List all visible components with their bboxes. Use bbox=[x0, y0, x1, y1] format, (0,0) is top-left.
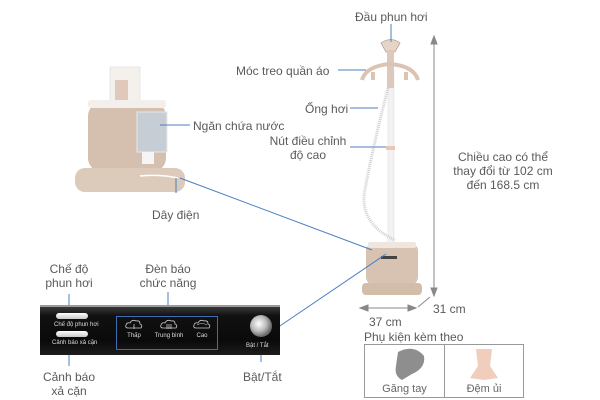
panel-power-text: Bật / Tắt bbox=[246, 343, 269, 349]
function-indicator-box: Thấp Trung bình Cao bbox=[116, 316, 218, 350]
label-depth-dimension: 31 cm bbox=[433, 302, 466, 316]
label-adjustable-height: Chiều cao có thể thay đổi từ 102 cm đến … bbox=[448, 150, 558, 192]
cloud-low-icon bbox=[125, 319, 143, 329]
height-line1: Chiều cao có thể bbox=[457, 150, 549, 164]
steam-mode-line2: phun hơi bbox=[45, 276, 93, 290]
indicator-medium: Trung bình bbox=[151, 319, 187, 339]
label-width-dimension: 37 cm bbox=[369, 315, 402, 329]
label-descale-warning: Cảnh báo xả cặn bbox=[38, 370, 100, 398]
steamer-stand-illustration bbox=[360, 39, 422, 295]
height-line3: đến 168.5 cm bbox=[466, 178, 540, 192]
accessories-box: Găng tay Đệm ủi bbox=[364, 344, 524, 398]
label-nozzle: Đầu phun hơi bbox=[355, 10, 428, 24]
label-height-knob: Nút điều chỉnh độ cao bbox=[268, 134, 348, 162]
indicator-high: Cao bbox=[187, 319, 217, 339]
label-steam-mode: Chế độ phun hơi bbox=[38, 262, 100, 290]
label-power-switch: Bật/Tắt bbox=[243, 370, 282, 384]
descale-line1: Cảnh báo bbox=[42, 370, 96, 384]
accessory-ironing-pad: Đệm ủi bbox=[444, 345, 523, 397]
indicator-low: Thấp bbox=[119, 319, 149, 339]
label-water-tank: Ngăn chứa nước bbox=[193, 119, 285, 133]
panel-steam-mode-text: Chế độ phun hơi bbox=[54, 322, 99, 328]
panel-descale-text: Cảnh báo xả cặn bbox=[52, 340, 98, 346]
water-tank-illustration bbox=[75, 66, 185, 192]
dimension-arrows bbox=[358, 34, 438, 312]
indicator-low-text: Thấp bbox=[127, 333, 141, 339]
label-height-knob-line2: độ cao bbox=[289, 148, 327, 162]
label-hanger: Móc treo quần áo bbox=[236, 64, 330, 78]
accessory-ironing-pad-name: Đệm ủi bbox=[466, 383, 502, 395]
descale-line2: xả cặn bbox=[51, 384, 87, 398]
control-panel: Chế độ phun hơi Cảnh báo xả cặn Thấp Tru… bbox=[40, 305, 280, 355]
label-height-knob-line1: Nút điều chỉnh bbox=[269, 134, 347, 148]
cloud-medium-icon bbox=[160, 319, 178, 329]
steam-mode-line1: Chế độ bbox=[49, 262, 89, 276]
power-button[interactable] bbox=[250, 315, 272, 337]
accessories-title: Phụ kiện kèm theo bbox=[364, 330, 464, 344]
accessory-glove-name: Găng tay bbox=[382, 383, 427, 395]
indicator-line1: Đèn báo bbox=[145, 262, 191, 276]
steam-mode-button[interactable] bbox=[56, 313, 88, 319]
cloud-high-icon bbox=[193, 319, 211, 329]
accessory-glove: Găng tay bbox=[365, 345, 444, 397]
descale-indicator bbox=[56, 331, 88, 337]
indicator-high-text: Cao bbox=[196, 333, 208, 339]
indicator-medium-text: Trung bình bbox=[154, 333, 184, 339]
height-line2: thay đổi từ 102 cm bbox=[453, 164, 553, 178]
label-steam-hose: Ống hơi bbox=[305, 102, 349, 116]
label-power-cord: Dây điện bbox=[152, 208, 200, 222]
indicator-line2: chức năng bbox=[139, 276, 197, 290]
label-function-indicator: Đèn báo chức năng bbox=[128, 262, 208, 290]
